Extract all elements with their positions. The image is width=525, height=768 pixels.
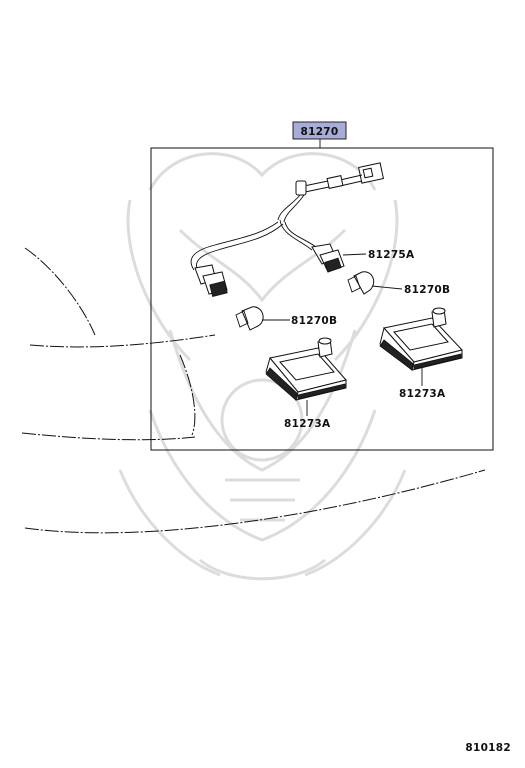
leader-bulb-right xyxy=(371,285,403,290)
label-81270B-left[interactable]: 81270B xyxy=(291,315,337,327)
lens-housing-right xyxy=(379,307,463,371)
body-contour-lines xyxy=(21,247,486,534)
assembly-label[interactable]: 81270 xyxy=(300,126,338,138)
wiring-harness xyxy=(190,162,385,298)
leader-socket xyxy=(342,253,367,256)
label-81273A-left[interactable]: 81273A xyxy=(284,418,331,430)
assembly-label-highlight xyxy=(292,121,347,140)
bulb-left xyxy=(235,306,264,331)
label-81270B-right[interactable]: 81270B xyxy=(404,284,450,296)
label-81275A[interactable]: 81275A xyxy=(368,249,415,261)
watermark-crest xyxy=(118,152,407,581)
bulb-right xyxy=(347,271,375,295)
label-81273A-right[interactable]: 81273A xyxy=(399,388,446,400)
assembly-frame xyxy=(150,147,494,451)
lens-housing-left xyxy=(265,337,347,401)
illustration-number: 810182 xyxy=(465,742,511,754)
